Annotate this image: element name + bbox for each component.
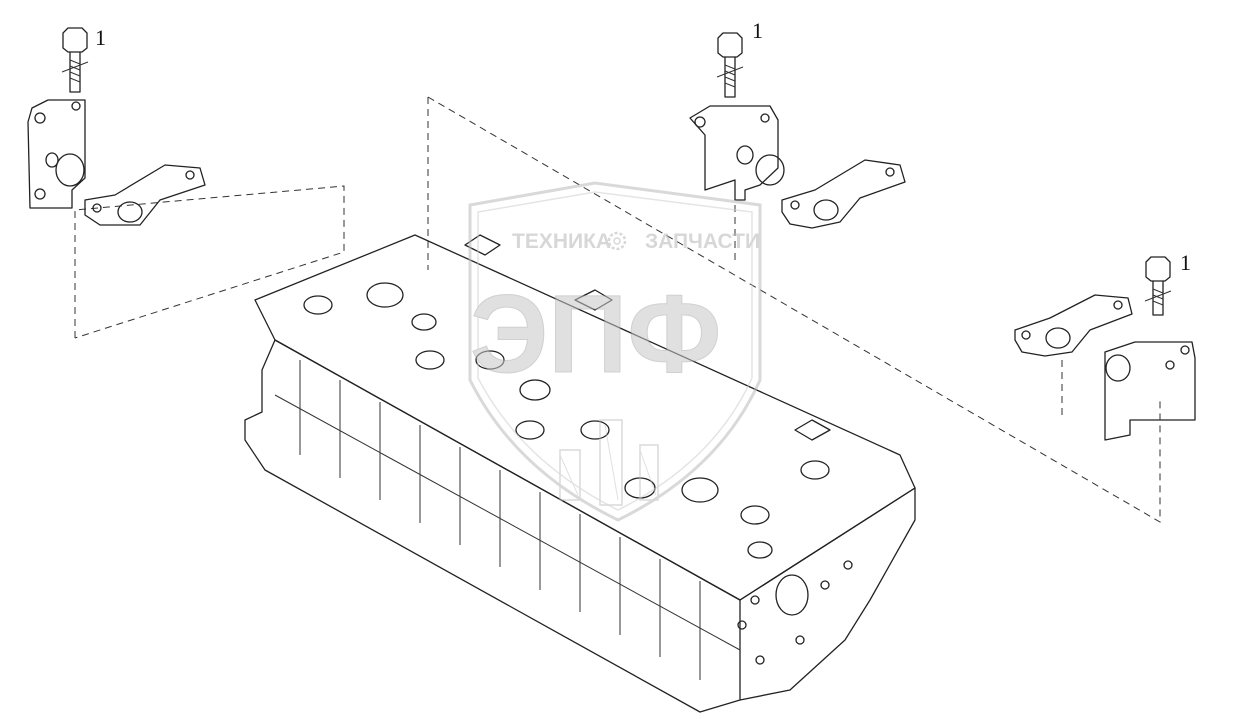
projection-lines [74, 96, 1161, 523]
watermark-logo: ТЕХНИКА ЗАПЧАСТИ ЭПФ [468, 181, 762, 522]
watermark-text-right: ЗАПЧАСТИ [645, 230, 760, 253]
watermark-big-letters: ЭПФ [470, 273, 721, 396]
watermark-text-left: ТЕХНИКА [512, 230, 611, 253]
rocker-arm-left [84, 164, 206, 226]
rocker-bracket-right [1104, 341, 1196, 441]
middle-rocker-assembly: 1 [689, 18, 906, 229]
callout-label-right: 1 [1180, 250, 1191, 275]
bolt-right [1144, 256, 1172, 316]
rocker-arm-right [1014, 294, 1133, 357]
rocker-arm-middle [781, 159, 906, 229]
gear-icon [607, 231, 627, 251]
rocker-bracket-middle [689, 105, 785, 201]
watermark-building-bars [559, 419, 659, 506]
bolt-middle [716, 32, 744, 98]
left-rocker-assembly: 1 [27, 25, 206, 226]
callout-label-middle: 1 [752, 18, 763, 43]
rocker-bracket-left [27, 99, 86, 209]
right-rocker-assembly: 1 [1014, 250, 1196, 441]
bolt-left [61, 27, 89, 93]
cylinder-head [244, 234, 916, 713]
callout-label-left: 1 [95, 25, 106, 50]
